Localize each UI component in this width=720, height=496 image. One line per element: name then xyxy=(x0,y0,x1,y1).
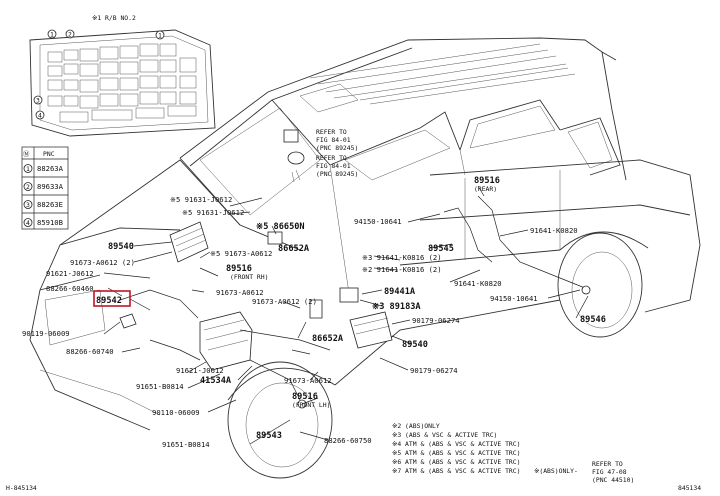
part-91621-a: 91621-J0612 xyxy=(46,269,94,278)
footer-right: 845134 xyxy=(678,484,701,492)
part-89540-b: 89540 xyxy=(402,340,428,350)
table-row-marker xyxy=(23,218,33,227)
table-row-part: 88263E xyxy=(37,200,63,209)
part-91673-c: 91673-A0612 xyxy=(216,288,264,297)
part-88266-b: 88266-60740 xyxy=(66,347,114,356)
part-labels: REFER TO FIG 84-01 (PNC 89245) REFER TO … xyxy=(22,128,606,449)
table-row-marker xyxy=(23,182,33,191)
relay-pnc-table: Ⓝ PNC 1 88263A 2 89633A 3 88263E 4 85910B xyxy=(21,146,69,230)
part-91651-a: 91651-B0814 xyxy=(136,382,184,391)
svg-text:2: 2 xyxy=(68,31,72,39)
table-header: PNC xyxy=(43,150,55,158)
part-94150-b: 94150-10641 xyxy=(490,294,538,303)
table-row-mark: 1 xyxy=(26,165,30,173)
table-row-mark: 3 xyxy=(26,201,30,209)
part-89542: 89542 xyxy=(96,296,122,306)
leader-lines xyxy=(103,185,589,445)
part-89516-rear-sub: (REAR) xyxy=(474,185,497,193)
part-90179-b: 90179-06274 xyxy=(410,366,458,375)
svg-text:3: 3 xyxy=(36,97,40,105)
table-row-part: 88263A xyxy=(37,164,64,173)
part-91631-b: ※5 91631-J0612 xyxy=(182,208,244,217)
refer-top-4: REFER TO xyxy=(316,154,347,162)
legend-item-5: ※6 ATM & (ABS & VSC & ACTIVE TRC) xyxy=(392,458,520,466)
refer-bottom-3: (PNC 44510) xyxy=(592,476,634,484)
svg-text:Ⓝ: Ⓝ xyxy=(23,150,30,158)
svg-text:1: 1 xyxy=(158,32,162,40)
part-90119: 90119-06009 xyxy=(22,329,70,338)
part-89546: 89546 xyxy=(580,315,606,325)
legend-note: ※(ABS)ONLY- xyxy=(534,467,578,475)
table-row-marker xyxy=(23,164,33,173)
refer-top-3: (PNC 89245) xyxy=(316,144,358,152)
highlight-box-89542 xyxy=(93,290,131,307)
part-91641-a: ※3 91641-K0816 (2) xyxy=(362,253,442,262)
vehicle-outline xyxy=(29,37,701,479)
part-91641-d: 91641-K0820 xyxy=(530,226,578,235)
relay-block-note: ※1 R/B NO.2 xyxy=(92,14,136,22)
svg-text:4: 4 xyxy=(38,112,42,120)
part-86650n: ※5 86650N xyxy=(256,222,305,232)
legend-item-6: ※7 ATM & (ABS & VSC & ACTIVE TRC) xyxy=(392,467,520,475)
components xyxy=(119,129,591,409)
refer-top-5: FIG 84-01 xyxy=(316,162,351,170)
part-89516-front-lh-sub: (FRONT LH) xyxy=(292,401,330,409)
part-91673-e: 91673-A0612 xyxy=(284,376,332,385)
part-86652a-b: 86652A xyxy=(312,334,344,344)
svg-text:1: 1 xyxy=(50,31,54,39)
part-91641-b: ※2 91641-K0816 (2) xyxy=(362,265,442,274)
part-91631-a: ※5 91631-J0612 xyxy=(170,195,232,204)
refer-bottom-2: FIG 47-08 xyxy=(592,468,627,476)
part-89183a: ※3 89183A xyxy=(372,302,421,312)
part-91621-b: 91621-J0612 xyxy=(176,366,224,375)
table-row-mark: 2 xyxy=(26,183,30,191)
refer-bottom-1: REFER TO xyxy=(592,460,623,468)
part-86652a-a: 86652A xyxy=(278,244,310,254)
table-row-part: 85910B xyxy=(37,218,63,227)
part-41534: 41534A xyxy=(200,376,232,386)
part-91673-d: 91673-A0612 (2) xyxy=(252,297,317,306)
part-90110: 90110-06009 xyxy=(152,408,200,417)
refer-top-6: (PNC 89245) xyxy=(316,170,358,178)
table-row-marker xyxy=(23,200,33,209)
part-89543: 89543 xyxy=(256,431,282,441)
part-90179-a: 90179-06274 xyxy=(412,316,460,325)
part-88266-c: 88266-60750 xyxy=(324,436,372,445)
part-91673-a: 91673-A0612 (2) xyxy=(70,258,135,267)
legend: ※2 (ABS)ONLY ※3 (ABS & VSC & ACTIVE TRC)… xyxy=(392,422,634,484)
legend-item-2: ※3 (ABS & VSC & ACTIVE TRC) xyxy=(392,431,497,439)
footer-left: H-845134 xyxy=(6,484,37,492)
legend-item-4: ※5 ATM & (ABS & VSC & ACTIVE TRC) xyxy=(392,449,520,457)
part-89516-rear: 89516 xyxy=(474,176,500,186)
part-91641-c: 91641-K0820 xyxy=(454,279,502,288)
part-89540-a: 89540 xyxy=(108,242,134,252)
part-94150-a: 94150-10641 xyxy=(354,217,402,226)
ecu-89540-front xyxy=(169,221,209,263)
table-row-part: 89633A xyxy=(37,182,64,191)
refer-top-1: REFER TO xyxy=(316,128,347,136)
part-88266-a: 88266-60460 xyxy=(46,284,94,293)
refer-top-2: FIG 84-01 xyxy=(316,136,351,144)
part-89516-front-rh-sub: (FRONT RH) xyxy=(230,273,268,281)
part-89545: 89545 xyxy=(428,244,454,254)
part-89516-front-rh: 89516 xyxy=(226,264,252,274)
part-91651-b: 91651-B0814 xyxy=(162,440,210,449)
part-91673-b: ※5 91673-A0612 xyxy=(210,249,272,258)
relay-block-inset: ※1 R/B NO.2 1 2 3 4 1 xyxy=(29,14,216,137)
table-row-mark: 4 xyxy=(26,219,30,227)
legend-item-1: ※2 (ABS)ONLY xyxy=(392,422,440,430)
legend-item-3: ※4 ATM & (ABS & VSC & ACTIVE TRC) xyxy=(392,440,520,448)
part-89441a: 89441A xyxy=(384,287,416,297)
part-89516-front-lh: 89516 xyxy=(292,392,318,402)
